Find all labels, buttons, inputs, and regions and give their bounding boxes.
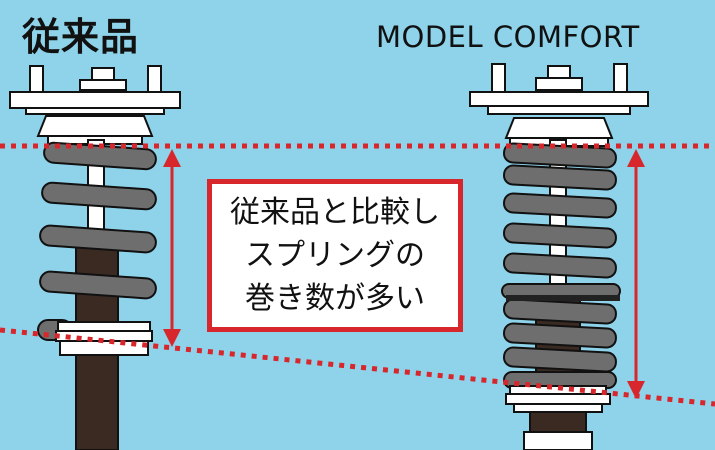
note-line-3: 巻き数が多い xyxy=(245,281,425,316)
left-top-mount xyxy=(9,65,181,145)
right-top-mount xyxy=(469,63,649,147)
model-comfort-label: MODEL COMFORT xyxy=(376,20,640,54)
left-spring-seat xyxy=(55,321,153,356)
note-line-2: スプリングの xyxy=(245,238,425,273)
comparison-note: 従来品と比較し スプリングの 巻き数が多い xyxy=(207,179,463,332)
note-line-1: 従来品と比較し xyxy=(230,195,440,230)
conventional-shock-absorber xyxy=(9,65,181,450)
length-arrows xyxy=(163,149,645,399)
comfort-shock-absorber xyxy=(469,63,649,450)
right-spring xyxy=(501,142,621,389)
conventional-label: 従来品 xyxy=(22,15,140,59)
guide-lines xyxy=(0,143,715,407)
